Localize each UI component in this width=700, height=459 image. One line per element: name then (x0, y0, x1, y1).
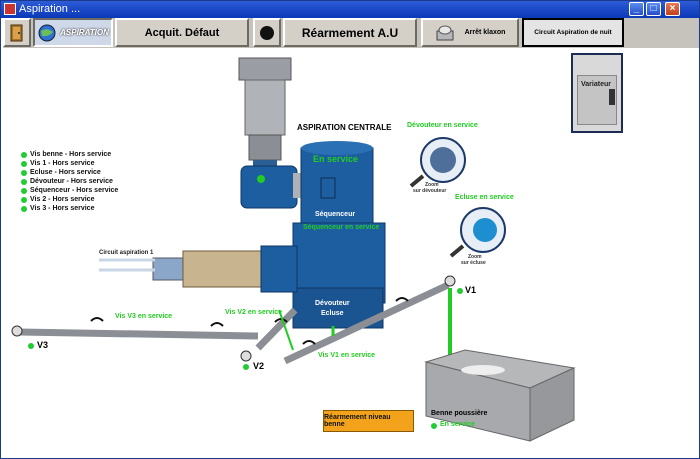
status-dot (21, 160, 27, 167)
status-dot (21, 187, 27, 194)
status-dot (21, 178, 27, 185)
zoom-devouteur-text-1: Zoom (425, 182, 439, 188)
zoom-devouteur-text-2: sur dévouteur (413, 188, 447, 194)
sequenceur-status: Séquenceur en service (303, 224, 380, 231)
ecluse-en-service: Ecluse en service (455, 194, 514, 201)
minimize-button[interactable]: _ (629, 2, 644, 16)
v3-status-dot (28, 343, 34, 349)
globe-icon (38, 24, 56, 41)
rearmement-benne-button[interactable]: Réarmement niveau benne (323, 410, 414, 432)
vis-v1-status: Vis V1 en service (318, 352, 376, 359)
devouteur-ecluse-label-1: Dévouteur (315, 300, 350, 307)
v1-status-dot (457, 288, 463, 294)
devouteur-ecluse-label-2: Ecluse (321, 310, 344, 317)
title-bar: Aspiration ... _ □ × (1, 1, 699, 18)
sequenceur-label: Séquenceur (315, 211, 356, 218)
exit-door-icon (10, 24, 23, 41)
toolbar: ASPIRATION Acquit. Défaut Réarmement A.U… (3, 18, 699, 48)
acquit-defaut-label: Acquit. Défaut (144, 26, 220, 39)
process-canvas: Vis benne - Hors service Vis 1 - Hors se… (3, 48, 699, 458)
maximize-button[interactable]: □ (646, 2, 661, 16)
emergency-stop-icon (260, 25, 274, 40)
legend-vis-3: Vis 3 - Hors service (21, 205, 94, 212)
rearmement-au-button[interactable]: Réarmement A.U (283, 18, 417, 47)
legend-vis-benne: Vis benne - Hors service (21, 151, 111, 158)
benne-container (424, 349, 576, 442)
aspiration-tab-button[interactable]: ASPIRATION (33, 18, 113, 47)
exit-door-button[interactable] (3, 18, 31, 47)
status-dot (21, 196, 27, 203)
benne-poussiere-label: Benne poussière (431, 410, 488, 417)
legend-vis-1: Vis 1 - Hors service (21, 160, 94, 167)
zoom-devouteur-icon[interactable] (409, 137, 466, 188)
zoom-ecluse-text-2: sur écluse (461, 260, 486, 266)
v3-label: V3 (37, 340, 49, 350)
legend-ecluse: Ecluse - Hors service (21, 169, 101, 176)
vis-v2-status: Vis V2 en service (225, 309, 283, 316)
v2-status-dot (243, 364, 249, 370)
circuit-nuit-button[interactable]: Circuit Aspiration de nuit (522, 18, 624, 47)
close-button[interactable]: × (665, 2, 680, 16)
main-tank (292, 141, 386, 329)
acquit-defaut-button[interactable]: Acquit. Défaut (115, 18, 249, 47)
circuit-nuit-label: Circuit Aspiration de nuit (534, 29, 612, 36)
fan-status-led (257, 175, 265, 183)
status-dot (21, 151, 27, 158)
arret-klaxon-button[interactable]: Arrêt klaxon (421, 18, 519, 47)
conveyor-v1 (283, 275, 456, 365)
status-dot (21, 205, 27, 212)
filter-stack (238, 57, 292, 178)
arret-klaxon-label: Arrêt klaxon (464, 29, 506, 36)
aspiration-label: ASPIRATION (60, 28, 109, 37)
inlet-duct (99, 245, 298, 293)
benne-status-dot (431, 423, 437, 429)
legend-sequenceur: Séquenceur - Hors service (21, 187, 118, 194)
variateur-label: Variateur (581, 81, 611, 88)
horn-icon (436, 25, 454, 40)
window-title: Aspiration ... (19, 3, 81, 15)
legend-vis-2: Vis 2 - Hors service (21, 196, 94, 203)
v2-label: V2 (253, 361, 265, 371)
variateur-display (609, 89, 615, 105)
rearmement-au-label: Réarmement A.U (301, 25, 399, 40)
legend-devouteur: Dévouteur - Hors service (21, 178, 113, 185)
circuit-aspiration-label: Circuit aspiration 1 (99, 250, 154, 256)
rearmement-benne-label: Réarmement niveau benne (324, 414, 391, 428)
app-icon (4, 3, 16, 15)
v1-label: V1 (465, 285, 477, 295)
aspiration-centrale-title: ASPIRATION CENTRALE (297, 123, 392, 132)
conveyor-v2 (240, 307, 298, 362)
process-diagram (11, 57, 576, 442)
main-en-service: En service (313, 154, 359, 164)
variateur-cabinet[interactable]: Variateur (571, 53, 623, 133)
conveyor-v3 (11, 317, 259, 340)
benne-en-service: En service (440, 421, 476, 428)
zoom-ecluse-icon[interactable] (449, 207, 506, 258)
zoom-ecluse-text-1: Zoom (468, 254, 482, 260)
devouteur-en-service: Dévouteur en service (407, 122, 478, 129)
status-dot (21, 169, 27, 176)
emergency-indicator (253, 18, 281, 47)
vis-v3-status: Vis V3 en service (115, 313, 173, 320)
